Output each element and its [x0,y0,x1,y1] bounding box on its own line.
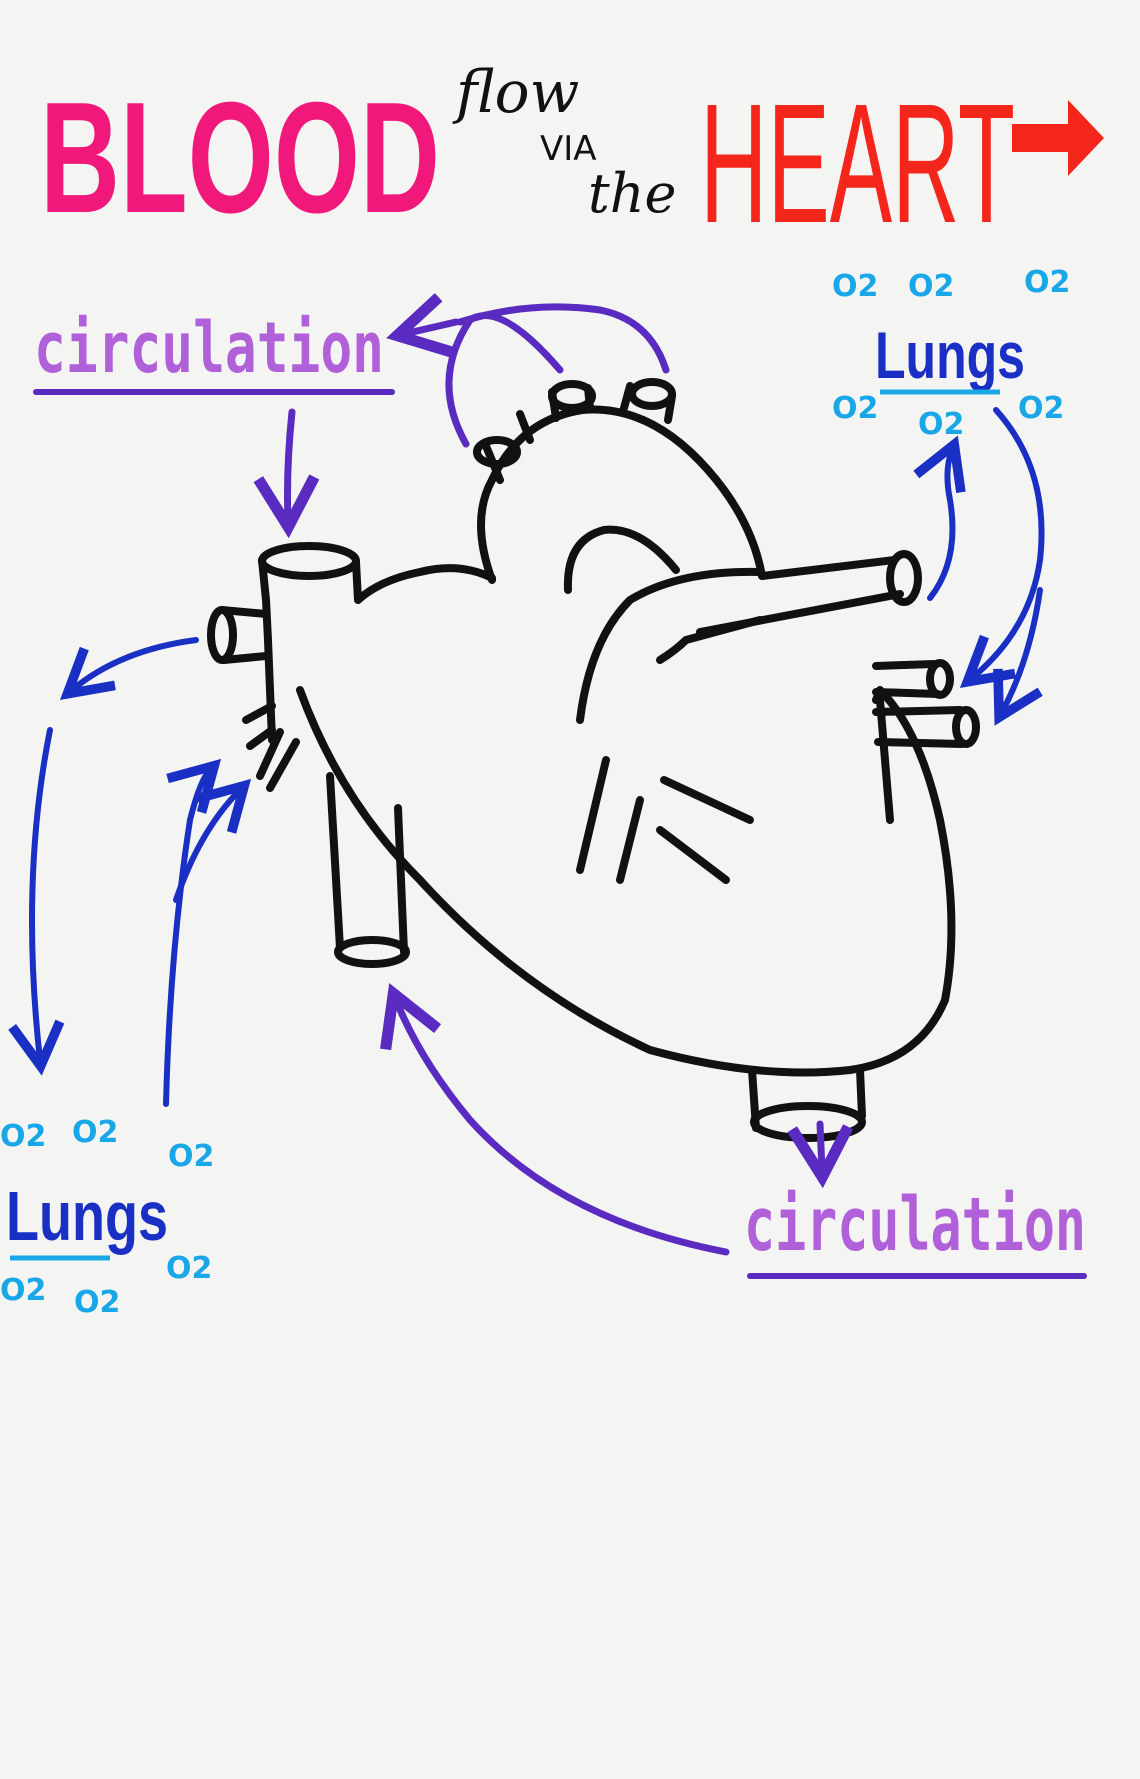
o2-label: O2 [1024,265,1070,300]
left-pulmonary-lower-wall [696,590,904,636]
o2-label: O2 [918,407,964,442]
o2-label: O2 [1018,391,1064,426]
coronary-lines [656,776,754,884]
left-pulmonary-veins-lower [872,706,966,748]
title-via: VIA [540,129,597,169]
o2-label: O2 [908,269,954,304]
branch-opening-1 [473,436,521,468]
ivc-opening [334,936,410,968]
o2-label: O2 [74,1285,120,1320]
circulation-bottom-label: circulation [744,1182,1086,1268]
circulation-top-label: circulation [34,307,384,389]
arrow-to-circulation-top [386,293,460,358]
blue-arrows [8,407,1045,1107]
aortic-arch-outer [477,405,766,584]
lungs-right-label: Lungs [875,318,1025,392]
descending-aorta-opening [750,1102,866,1142]
right-arrow-icon [1012,100,1104,176]
arrow-pulmonary-to-lungs-right [913,435,966,601]
title-blood: BLOOD [40,70,440,246]
circulation-top-group: circulation [33,307,395,395]
svc-right-wall [352,558,496,604]
heart-body [296,686,956,1077]
pulmonary-trunk-lower [576,756,644,884]
left-vein-opening-2 [952,706,980,748]
right-pulmonary-veins [242,702,276,750]
aortic-arch-inner [563,525,680,594]
left-pulmonary-veins-upper [872,660,942,698]
title-heart: HEART [700,69,1015,259]
arrow-lungs-left-to-veins-2 [173,778,252,903]
arrow-lungs-right-to-veins-2 [993,587,1043,726]
o2-label: O2 [168,1139,214,1174]
lungs-left-group: Lungs O2 O2 O2 O2 O2 O2 [0,1115,214,1320]
o2-label: O2 [166,1251,212,1286]
title: BLOOD flow VIA the HEART [40,58,1104,259]
lungs-left-label: Lungs [6,1177,168,1255]
o2-label: O2 [0,1273,46,1308]
arrow-circulation-to-svc [253,408,320,539]
svc-opening [258,542,360,580]
arrow-down-to-lungs-left [8,727,65,1076]
branch-opening-2 [548,380,596,412]
lungs-right-group: Lungs O2 O2 O2 O2 O2 O2 [832,265,1070,442]
arrow-lungs-right-to-veins [959,407,1045,688]
arrow-lungs-left-to-veins [163,758,222,1107]
arrow-aorta-to-circulation [787,1120,854,1189]
title-the: the [588,162,676,225]
pulmonary-trunk [576,567,764,724]
o2-label: O2 [72,1115,118,1150]
purple-arrows [253,293,854,1256]
o2-label: O2 [0,1119,46,1154]
title-flow: flow [452,58,579,126]
left-pulmonary-opening [886,550,922,606]
o2-label: O2 [832,269,878,304]
left-side-wall [876,696,894,824]
arrow-circulation-to-ivc [380,983,730,1256]
circulation-bottom-group: circulation [744,1182,1087,1279]
right-pulmonary-veins-lower [256,728,300,792]
left-vein-opening-1 [926,659,954,699]
right-pulmonary-opening [207,606,237,664]
descending-aorta [748,1066,866,1132]
left-pulmonary-artery [656,556,898,664]
inferior-vena-cava [326,772,408,956]
arch-loop-arrow [456,303,670,374]
heart-outline-icon [207,378,980,1142]
o2-label: O2 [832,391,878,426]
branch-opening-3 [628,378,676,410]
arrow-pulmonary-to-lungs-left [59,637,199,701]
